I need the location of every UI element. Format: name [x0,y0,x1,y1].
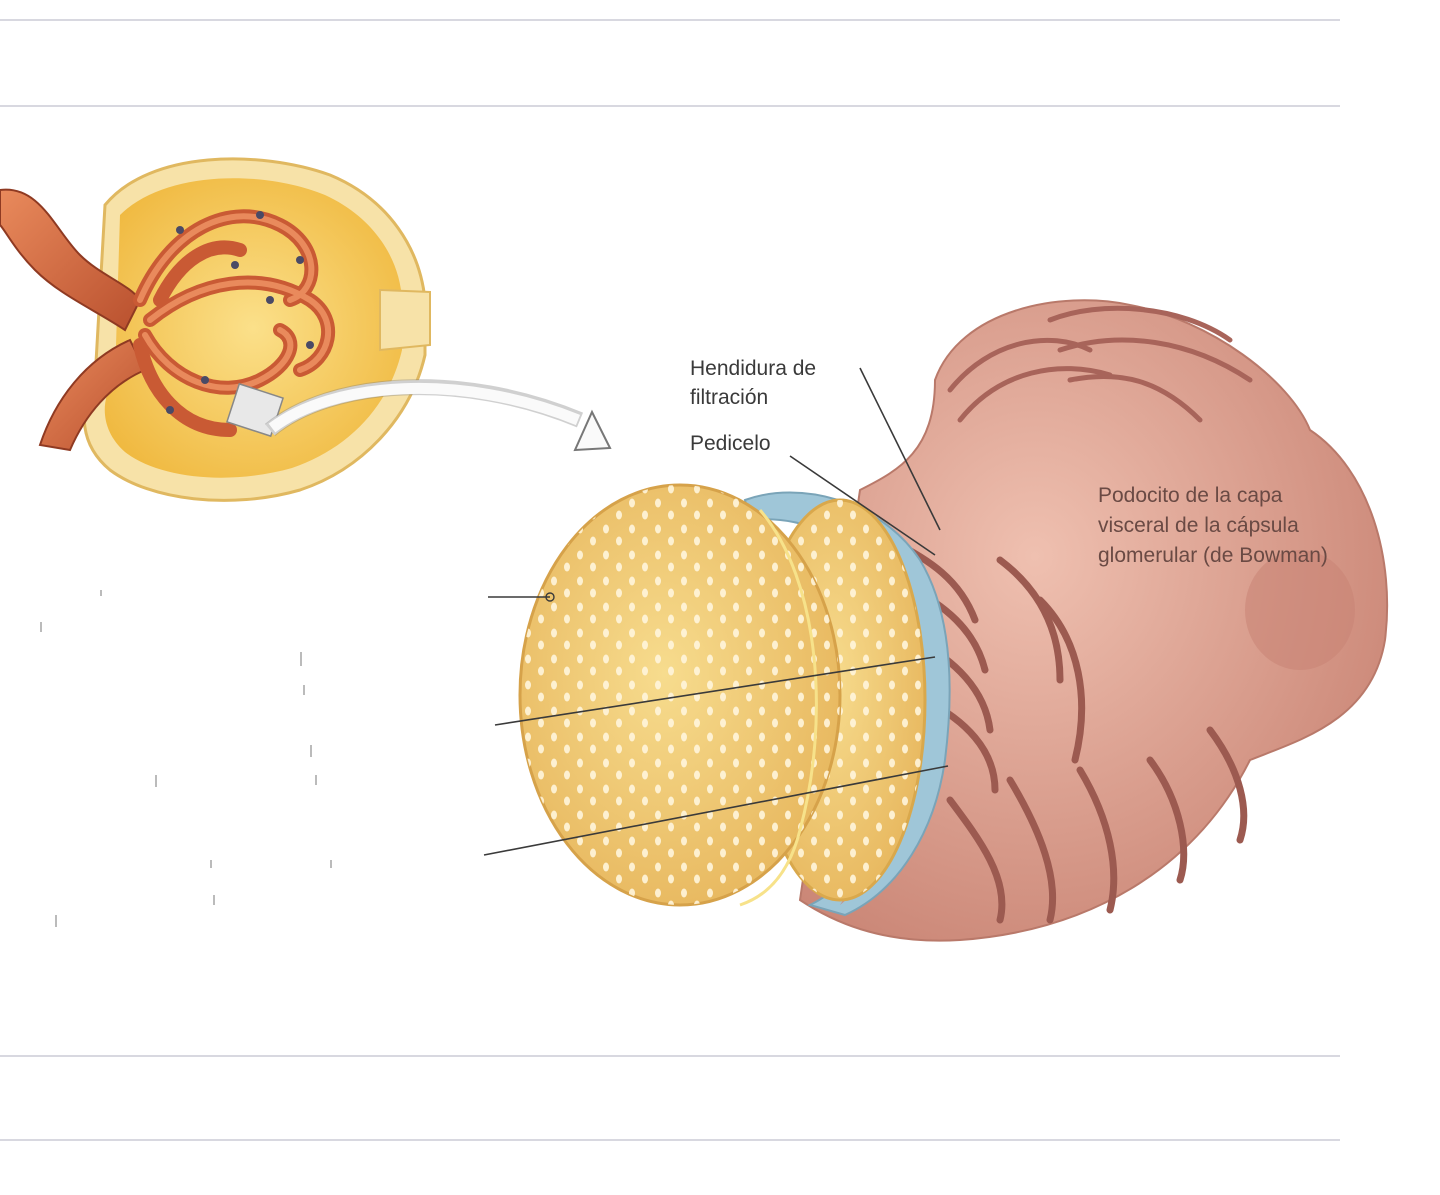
label-filtration-slit-line2: filtración [690,386,768,409]
label-podocyte-line2: visceral de la cápsula [1098,514,1299,537]
page-rules [0,19,1340,1141]
label-podocyte-line3: glomerular (de Bowman) [1098,544,1328,567]
leader-pedicel [789,455,936,556]
podocyte-nucleus [1245,550,1355,670]
primary-processes [947,305,1253,423]
label-pedicel: Pedicelo [690,432,936,556]
arrow-head [573,409,612,452]
enlarged-capillary [518,299,1389,942]
pedicels [886,536,1248,924]
leader-filtration-slit [859,367,941,531]
label-podocyte: Podocito de la capa visceral de la cápsu… [1098,484,1328,567]
efferent-arteriole [38,338,147,452]
label-filtration-slit-line1: Hendidura de [690,357,816,380]
label-podocyte-line1: Podocito de la capa [1098,484,1283,507]
label-pedicel-text: Pedicelo [690,432,771,455]
label-filtration-slit: Hendidura de filtración [690,357,941,531]
leader-basement-membrane [483,765,949,856]
glomerulus-inset [0,157,431,502]
unlabeled-leaders [483,592,949,856]
proximal-tubule-start [379,288,431,352]
magnification-arrow [264,379,612,452]
faint-marks [40,590,332,927]
leader-endothelium [494,656,936,726]
